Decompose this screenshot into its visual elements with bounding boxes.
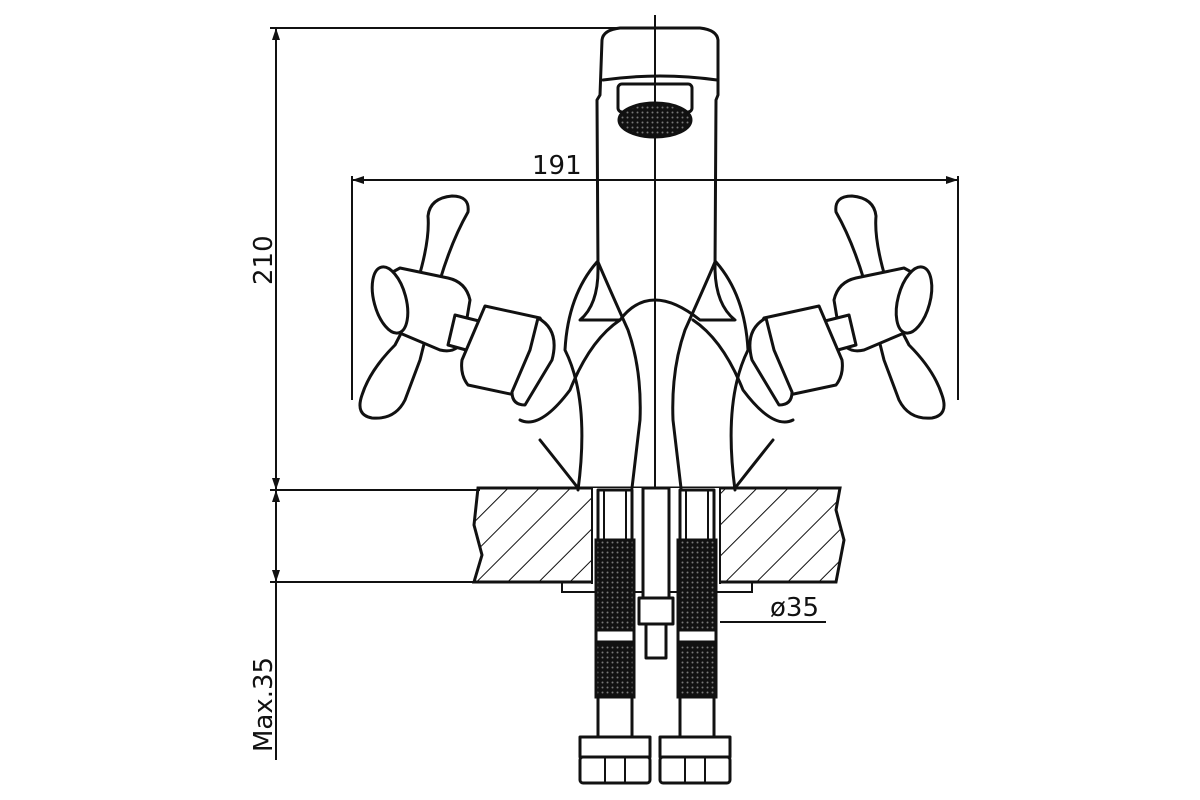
mounting-stud [637, 486, 675, 660]
dimension-total-height: 210 [249, 27, 630, 490]
supply-hose-left [578, 488, 652, 785]
supply-hose-right [658, 488, 732, 785]
dimension-counter-thickness: Max.35 [249, 489, 480, 760]
dimension-handle-span: 191 [351, 151, 959, 400]
faucet-base [518, 260, 795, 492]
thickness-dimension-label: Max.35 [249, 657, 279, 752]
span-dimension-label: 191 [532, 151, 582, 181]
dimension-hole-diameter: ø35 [720, 593, 826, 623]
height-dimension-label: 210 [249, 235, 279, 285]
diameter-dimension-label: ø35 [770, 593, 819, 623]
left-handle [358, 194, 556, 420]
right-handle [748, 194, 946, 420]
